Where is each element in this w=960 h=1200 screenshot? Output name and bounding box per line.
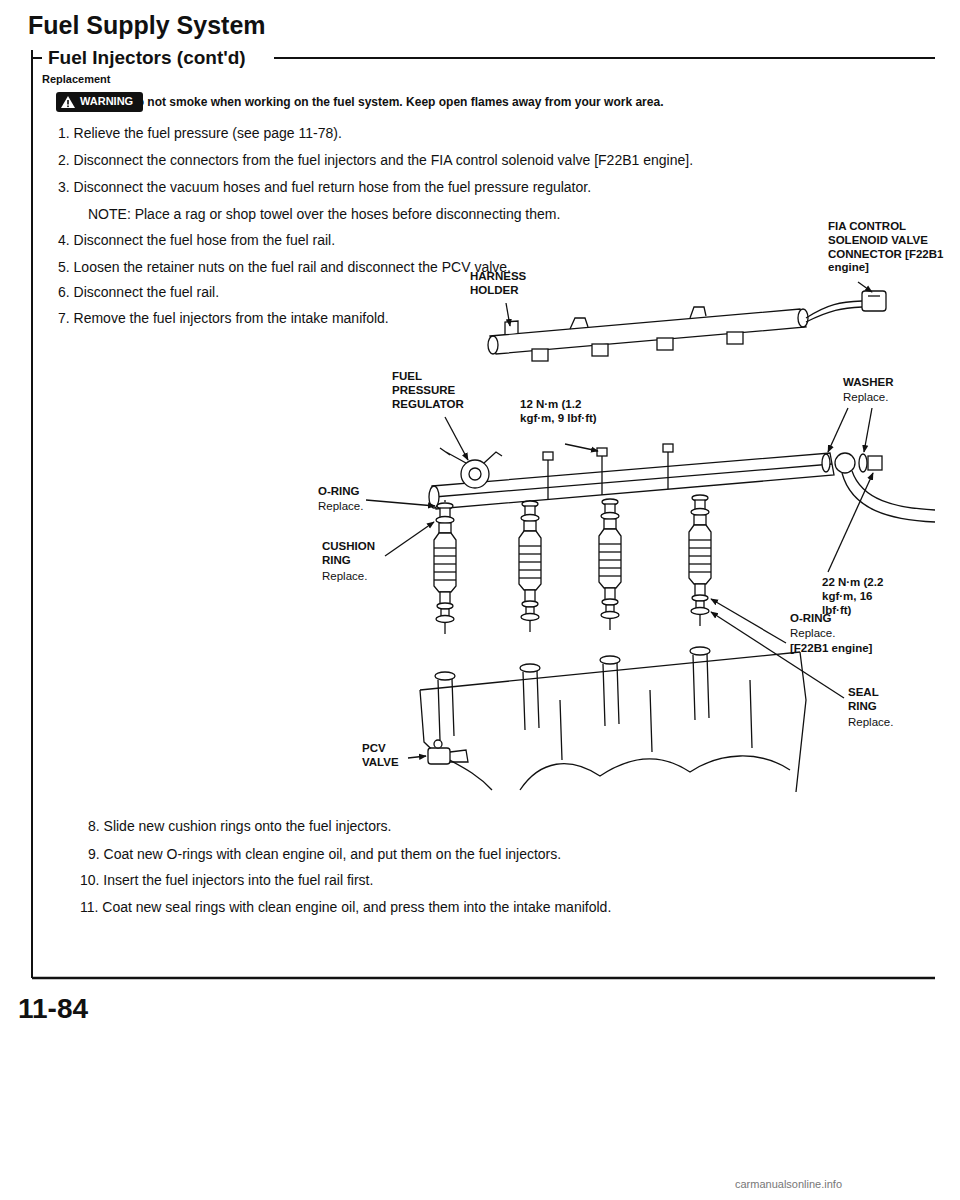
step-text: 6. Disconnect the fuel rail. — [58, 284, 219, 301]
step-text: 3. Disconnect the vacuum hoses and fuel … — [58, 179, 591, 196]
warning-badge: WARNING — [56, 92, 143, 112]
warning-text: Do not smoke when working on the fuel sy… — [128, 95, 663, 109]
torque-spec: 12 N·m (1.2 kgf·m, 9 lbf·ft) — [520, 398, 598, 426]
page-number: 11-84 — [18, 992, 88, 1026]
step-text: 10. Insert the fuel injectors into the f… — [80, 872, 373, 889]
part-note: Replace. — [843, 391, 888, 405]
step-text: 1. Relieve the fuel pressure (see page 1… — [58, 125, 342, 142]
part-note: Replace. — [790, 627, 835, 641]
part-label: PCV VALVE — [362, 742, 406, 770]
watermark: carmanualsonline.info — [735, 1178, 842, 1191]
part-label: CUSHION RING — [322, 540, 384, 568]
warning-word: WARNING — [80, 95, 133, 108]
note-text: NOTE: Place a rag or shop towel over the… — [88, 206, 560, 223]
part-note: [F22B1 engine] — [790, 642, 872, 656]
warning-icon — [60, 95, 76, 109]
part-label: SEAL RING — [848, 686, 896, 714]
step-text: 2. Disconnect the connectors from the fu… — [58, 152, 693, 169]
part-label: FIA CONTROL SOLENOID VALVE CONNECTOR [F2… — [828, 220, 952, 275]
step-text: 5. Loosen the retainer nuts on the fuel … — [58, 259, 511, 276]
step-text: 9. Coat new O-rings with clean engine oi… — [88, 846, 561, 863]
subheading: Replacement — [42, 73, 110, 86]
part-label: O-RING — [790, 612, 832, 626]
part-label: FUEL PRESSURE REGULATOR — [392, 370, 482, 411]
part-note: Replace. — [318, 500, 363, 514]
torque-spec: 22 N·m (2.2 kgf·m, 16 lbf·ft) — [822, 576, 902, 617]
step-text: 11. Coat new seal rings with clean engin… — [80, 899, 611, 916]
step-text: 8. Slide new cushion rings onto the fuel… — [88, 818, 392, 835]
step-text: 7. Remove the fuel injectors from the in… — [58, 310, 389, 327]
step-text: 4. Disconnect the fuel hose from the fue… — [58, 232, 335, 249]
part-label: O-RING — [318, 485, 360, 499]
section-heading: Fuel Injectors (cont'd) — [48, 47, 246, 70]
part-note: Replace. — [322, 570, 367, 584]
page-title: Fuel Supply System — [28, 10, 266, 40]
part-note: Replace. — [848, 716, 893, 730]
part-label: WASHER — [843, 376, 893, 390]
part-label: HARNESS HOLDER — [470, 270, 540, 298]
